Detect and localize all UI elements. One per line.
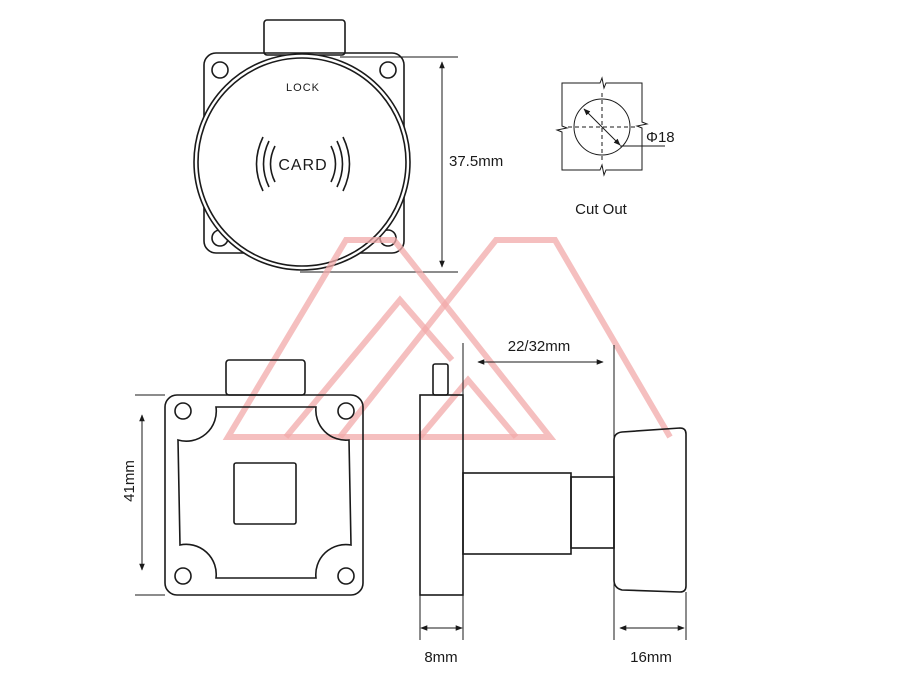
front-view: 41mm: [121, 359, 364, 596]
screw-hole: [337, 567, 355, 585]
latch-tab: [263, 19, 346, 56]
screw-hole: [211, 61, 229, 79]
diameter-arrow: [583, 108, 621, 146]
lock-label: LOCK: [286, 82, 320, 94]
height-dimension-label: 41mm: [121, 460, 138, 502]
lock-body-back: [164, 394, 364, 596]
screw-hole: [337, 402, 355, 420]
height-dimension-label: 37.5mm: [449, 153, 503, 170]
screw-hole: [174, 567, 192, 585]
knob: [613, 427, 687, 593]
top-view: LOCK CARD 37.5mm: [193, 19, 503, 273]
card-label: CARD: [278, 157, 327, 174]
cut-out-hole: [573, 98, 631, 156]
shaft: [570, 476, 615, 549]
screw-hole: [379, 61, 397, 79]
reader-face-outer: [193, 53, 411, 271]
door-thickness-label: 22/32mm: [508, 338, 571, 355]
side-view: 22/32mm 8mm 16mm: [419, 338, 687, 666]
flange-dimension-label: 8mm: [424, 649, 457, 666]
screw-hole: [174, 402, 192, 420]
diameter-label: Φ18: [646, 129, 675, 146]
cut-out-caption: Cut Out: [575, 201, 628, 218]
cam-square: [233, 462, 297, 525]
lock-cylinder: [462, 472, 572, 555]
watermark-logo: [222, 237, 673, 440]
rfid-wave-icon: [255, 136, 351, 192]
reader-face-inner: [197, 57, 407, 267]
back-plate-recess: [177, 406, 352, 579]
knob-dimension-label: 16mm: [630, 649, 672, 666]
latch-pin: [432, 363, 449, 396]
panel-outline: [555, 76, 649, 177]
cut-out-view: Φ18 Cut Out: [555, 76, 675, 218]
